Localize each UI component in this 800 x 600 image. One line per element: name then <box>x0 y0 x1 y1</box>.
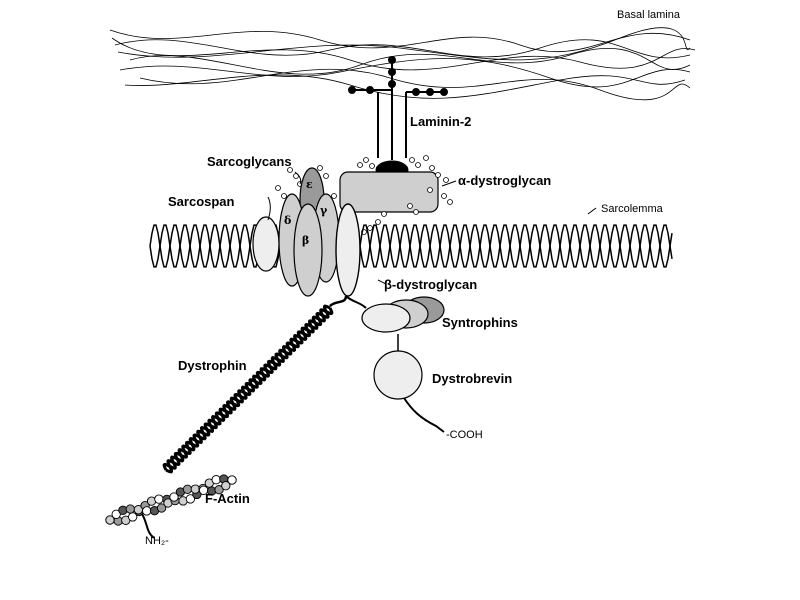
actin-subunit <box>185 494 196 504</box>
beta-label: β <box>302 234 309 247</box>
leader-lines <box>267 171 597 285</box>
sarcoglycan-complex <box>278 167 340 297</box>
actin-subunit <box>169 492 179 502</box>
actin-subunit <box>156 503 167 513</box>
alpha-dystroglycan <box>339 171 439 213</box>
sarcospan-label: Sarcospan <box>168 194 235 209</box>
beta-dystroglycan-label: β-dystroglycan <box>384 277 477 292</box>
dystrobrevin-label: Dystrobrevin <box>432 371 512 386</box>
basal-lamina-fibers <box>109 27 696 101</box>
actin-subunit <box>227 475 237 485</box>
f-actin-nh2-tail <box>141 513 155 539</box>
sarcoglycan-beta <box>293 203 323 297</box>
delta-label: δ <box>284 214 291 227</box>
gamma-label: γ <box>320 204 328 217</box>
actin-subunit <box>190 484 200 494</box>
actin-subunit <box>142 506 152 516</box>
syntrophins-label: Syntrophins <box>442 315 518 330</box>
dystrophin-label: Dystrophin <box>178 358 247 373</box>
actin-subunit <box>214 485 224 495</box>
actin-subunit <box>111 509 121 519</box>
cooh-label: -COOH <box>446 429 483 441</box>
f-actin-label: F-Actin <box>205 491 250 506</box>
actin-subunit <box>154 494 164 504</box>
laminin-label: Laminin-2 <box>410 114 471 129</box>
alpha-dystroglycan-label: α-dystroglycan <box>458 173 551 188</box>
nh2-label: NH₂- <box>145 535 169 547</box>
f-actin <box>105 474 237 526</box>
sarcospan <box>252 216 280 272</box>
basal-lamina-label: Basal lamina <box>617 9 681 21</box>
actin-subunit <box>125 504 135 514</box>
actin-subunit <box>182 484 193 494</box>
lipid-bilayer <box>149 224 673 268</box>
epsilon-label: ε <box>306 178 313 191</box>
sarcoglycans-label: Sarcoglycans <box>207 154 292 169</box>
actin-subunit <box>221 481 231 491</box>
dystrobrevin <box>373 334 445 433</box>
syntrophins <box>361 296 445 333</box>
sarcolemma-label: Sarcolemma <box>601 203 664 215</box>
dystrophin <box>162 295 367 474</box>
actin-subunit <box>211 475 221 485</box>
beta-dystroglycan <box>335 203 361 297</box>
